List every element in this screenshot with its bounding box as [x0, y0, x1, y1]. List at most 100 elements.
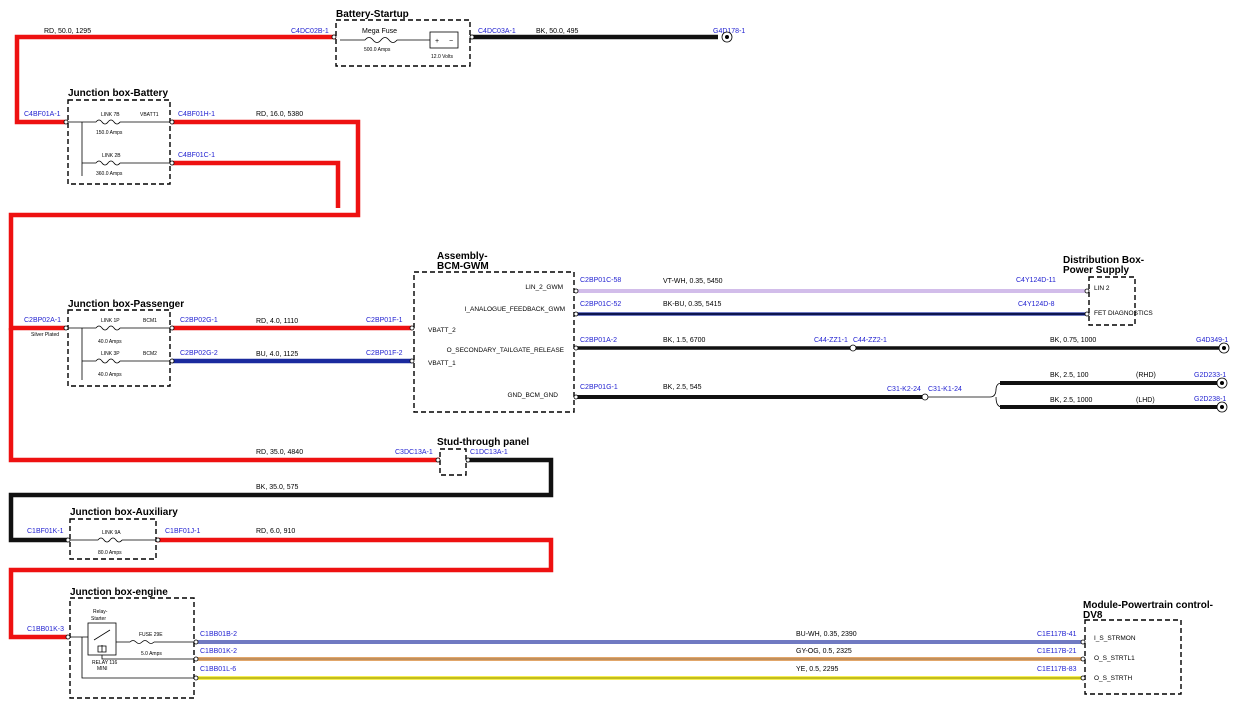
bcm2: BCM2: [143, 351, 157, 357]
connector-c1bb01b-2[interactable]: C1BB01B-2: [200, 631, 237, 638]
wire-label: BK, 35.0, 575: [256, 484, 299, 491]
link-3p: LINK 3P: [101, 351, 120, 357]
battery-startup-title: Battery-Startup: [336, 9, 409, 20]
stud-through-panel[interactable]: Stud-through panel: [437, 437, 529, 476]
connector-c1bb01l-6[interactable]: C1BB01L-6: [200, 666, 236, 673]
link-2b-rating: 360.0 Amps: [96, 171, 123, 177]
inline-connector-icon: [849, 344, 857, 352]
dist-box-title-line2: Power Supply: [1063, 265, 1130, 276]
wire-rd-50-1295[interactable]: [14, 34, 336, 125]
variant-label: (LHD): [1136, 397, 1155, 404]
fuse-symbol: [340, 37, 430, 43]
pin-dot: [193, 639, 199, 645]
connector-c1bb01k-2[interactable]: C1BB01K-2: [200, 648, 237, 655]
connector-c31-k1-24[interactable]: C31-K1-24: [928, 386, 962, 393]
wire-label: BK, 2.5, 545: [663, 384, 702, 391]
connector-c2bp02g-1[interactable]: C2BP02G-1: [180, 317, 218, 324]
jb-aux-title: Junction box-Auxiliary: [70, 507, 178, 518]
connector-g2d233[interactable]: G2D233-1: [1194, 372, 1226, 379]
wire-label: RD, 50.0, 1295: [44, 28, 91, 35]
pin-dot: [573, 345, 579, 351]
battery-startup-box[interactable]: Battery-Startup Mega Fuse 500.0 Amps + −…: [335, 9, 471, 67]
connector-c4bf01a[interactable]: C4BF01A-1: [24, 111, 61, 118]
jb-battery-links: [68, 119, 170, 176]
connector-c2bp01g-1[interactable]: C2BP01G-1: [580, 384, 618, 391]
connector-c44-zz2[interactable]: C44-ZZ2-1: [853, 337, 887, 344]
bcm1: BCM1: [143, 318, 157, 324]
connector-c2bp02g-2[interactable]: C2BP02G-2: [180, 350, 218, 357]
wire-rd-35-4840[interactable]: [8, 328, 440, 463]
jb-engine-title: Junction box-engine: [70, 587, 168, 598]
wire-label: RD, 6.0, 910: [256, 528, 295, 535]
wire-link2b-out[interactable]: [172, 160, 341, 208]
connector-c1bf01j[interactable]: C1BF01J-1: [165, 528, 201, 535]
link-3p-rating: 40.0 Amps: [98, 372, 122, 378]
pin-dot: [435, 457, 441, 463]
battery-voltage: 12.0 Volts: [431, 54, 453, 60]
dist-pin-fet: FET DIAGNOSTICS: [1094, 310, 1153, 317]
pin-dot: [193, 656, 199, 662]
pin-dot: [1080, 675, 1086, 681]
pin-dot: [331, 34, 337, 40]
wire-label: VT-WH, 0.35, 5450: [663, 278, 723, 285]
connector-c1dc13a[interactable]: C1DC13A-1: [470, 449, 508, 456]
battery-plus-icon: +: [435, 38, 439, 45]
fuse-29e-rating: 5.0 Amps: [141, 651, 162, 657]
pin-dot: [65, 634, 71, 640]
inline-connector-icon: [921, 393, 929, 401]
connector-g4d178[interactable]: G4D178-1: [713, 28, 745, 35]
wire-rd-6-910[interactable]: [8, 537, 554, 640]
connector-c1e117b-83[interactable]: C1E117B-83: [1037, 666, 1077, 673]
pin-dot: [409, 325, 415, 331]
pin-dot: [193, 675, 199, 681]
bcm-pin-tailgate: O_SECONDARY_TAILGATE_RELEASE: [447, 347, 565, 354]
connector-c1e117b-41[interactable]: C1E117B-41: [1037, 631, 1077, 638]
junction-box-auxiliary[interactable]: Junction box-Auxiliary LINK 9A 80.0 Amps: [69, 507, 178, 560]
connector-c4y124d-11[interactable]: C4Y124D-11: [1016, 277, 1056, 284]
module-powertrain-control[interactable]: Module-Powertrain control- DV8 I_S_STRMO…: [1083, 600, 1213, 695]
connector-c3dc13a[interactable]: C3DC13A-1: [395, 449, 433, 456]
connector-c1bb01k-3[interactable]: C1BB01K-3: [27, 626, 64, 633]
bcm-title-line1: Assembly-: [437, 251, 488, 262]
bcm-pin-gnd: GND_BCM_GND: [507, 392, 558, 399]
connector-g2d238[interactable]: G2D238-1: [1194, 396, 1226, 403]
pin-dot: [1080, 639, 1086, 645]
pin-dot: [169, 358, 175, 364]
junction-box-passenger[interactable]: Junction box-Passenger LINK 1P 40.0 Amps…: [67, 299, 184, 387]
junction-box-engine[interactable]: Junction box-engine Relay- Starter RELAY…: [69, 587, 195, 699]
connector-c31-k2-24[interactable]: C31-K2-24: [887, 386, 921, 393]
wire-bk-35-575[interactable]: [8, 457, 554, 543]
connector-c4dc03a[interactable]: C4DC03A-1: [478, 28, 516, 35]
battery-icon: [429, 31, 459, 49]
connector-c4bf01c[interactable]: C4BF01C-1: [178, 152, 215, 159]
connector-c2bp01a-2[interactable]: C2BP01A-2: [580, 337, 617, 344]
wire-label: GY-OG, 0.5, 2325: [796, 648, 852, 655]
link-9a: LINK 9A: [102, 530, 121, 536]
connector-c1bf01k[interactable]: C1BF01K-1: [27, 528, 64, 535]
connector-c1e117b-21[interactable]: C1E117B-21: [1037, 648, 1077, 655]
pin-dot: [409, 358, 415, 364]
wire-rd-16-5380[interactable]: [8, 119, 361, 331]
connector-c2bp02a[interactable]: C2BP02A-1: [24, 317, 61, 324]
bcm-gwm-module[interactable]: Assembly- BCM-GWM VBATT_2 VBATT_1 LIN_2_…: [413, 251, 575, 413]
connector-c2bp01c-52[interactable]: C2BP01C-52: [580, 301, 621, 308]
wire-label: BU-WH, 0.35, 2390: [796, 631, 857, 638]
connector-c44-zz1[interactable]: C44-ZZ1-1: [814, 337, 848, 344]
mega-fuse-rating: 500.0 Amps: [364, 47, 391, 53]
pcm-pin-strmon: I_S_STRMON: [1094, 635, 1136, 642]
distribution-box-power-supply[interactable]: Distribution Box- Power Supply LIN 2 FET…: [1063, 255, 1153, 326]
connector-c2bp01f-1[interactable]: C2BP01F-1: [366, 317, 403, 324]
relay-label-line2: MINI: [97, 666, 108, 672]
wire-label: RD, 4.0, 1110: [256, 318, 298, 325]
connector-c2bp01f-2[interactable]: C2BP01F-2: [366, 350, 403, 357]
vbatt1: VBATT1: [140, 112, 159, 118]
connector-c4bf01h[interactable]: C4BF01H-1: [178, 111, 215, 118]
connector-g4d349[interactable]: G4D349-1: [1196, 337, 1228, 344]
connector-c2bp01c-58[interactable]: C2BP01C-58: [580, 277, 621, 284]
connector-c4dc02b[interactable]: C4DC02B-1: [291, 28, 329, 35]
wire-label: BK-BU, 0.35, 5415: [663, 301, 721, 308]
junction-box-battery[interactable]: Junction box-Battery LINK 7B 150.0 Amps …: [67, 88, 171, 185]
dist-box-title-line1: Distribution Box-: [1063, 255, 1144, 266]
connector-c4y124d-8[interactable]: C4Y124D-8: [1018, 301, 1055, 308]
